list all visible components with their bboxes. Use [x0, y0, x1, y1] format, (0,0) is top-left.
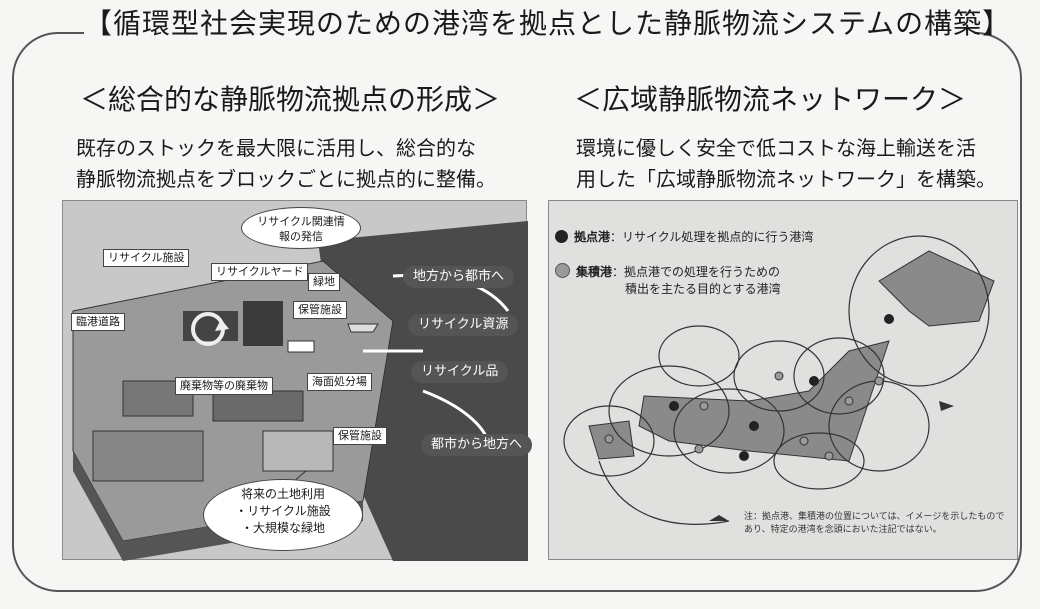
map-footnote: 注：拠点港、集積港の位置については、イメージを示したものであり、特定の港湾を念頭… — [744, 512, 1005, 535]
right-description-line-1: 環境に優しく安全で低コストな海上輸送を活 — [576, 136, 976, 160]
main-title: 【循環型社会実現のための港湾を拠点とした静脈物流システムの構築】 — [84, 4, 1010, 44]
label-road: 臨港道路 — [71, 313, 125, 331]
legend-collect-desc-1: ：拠点港での処理を行うための — [612, 265, 781, 279]
network-map-drawing — [563, 235, 995, 525]
future-title: 将来の土地利用 — [240, 487, 325, 501]
legend-hub-desc: ：リサイクル処理を拠点的に行う港湾 — [610, 230, 814, 244]
hub-port-legend-icon — [555, 230, 568, 243]
ship-icon — [709, 401, 954, 521]
hub-port-markers — [669, 314, 894, 461]
label-recycle-resource: リサイクル資源 — [408, 314, 519, 336]
right-description-line-2: 用した「広域静脈物流ネットワーク」を構築。 — [576, 167, 996, 191]
label-recycle-goods: リサイクル品 — [411, 361, 509, 383]
future-item-1: ・リサイクル施設 — [235, 504, 331, 518]
legend-collect-name: 集積港 — [576, 265, 613, 279]
port-illustration: リサイクル施設 リサイクルヤード 緑地 リサイクル関連情報の発信 臨港道路 保管… — [62, 200, 533, 561]
legend-collect: 集積港：拠点港での処理を行うための — [555, 263, 780, 280]
left-heading: ＜総合的な静脈物流拠点の形成＞ — [79, 83, 500, 116]
label-to-city: 地方から都市へ — [403, 266, 515, 288]
recycle-arrows-icon — [191, 312, 229, 346]
collect-port-legend-icon — [555, 263, 570, 278]
label-to-rural: 都市から地方へ — [421, 434, 533, 456]
future-land-use-callout: 将来の土地利用 ・リサイクル施設 ・大規模な緑地 — [203, 479, 363, 551]
legend-hub-name: 拠点港 — [574, 230, 611, 244]
building-4 — [212, 390, 304, 422]
future-item-2: ・大規模な緑地 — [240, 521, 325, 535]
island-main — [638, 340, 890, 462]
label-green: 緑地 — [308, 273, 340, 291]
right-heading: ＜広域静脈物流ネットワーク＞ — [573, 83, 966, 116]
island-north — [878, 250, 995, 327]
label-sorting: 海面処分場 — [307, 373, 372, 391]
land-edge — [73, 451, 363, 561]
port-illustration-drawing — [72, 221, 528, 561]
label-recycle-yard: リサイクルヤード — [211, 263, 309, 281]
left-description-line-2: 静脈物流拠点をブロックごとに拠点的に整備。 — [76, 167, 496, 191]
right-description: 環境に優しく安全で低コストな海上輸送を活 用した「広域静脈物流ネットワーク」を構… — [576, 133, 1016, 195]
label-info: リサイクル関連情報の発信 — [241, 207, 361, 249]
label-facility-2: 保管施設 — [333, 427, 387, 445]
ship-icon — [347, 323, 379, 333]
label-waste: 廃棄物等の廃棄物 — [175, 377, 273, 395]
building-2 — [243, 301, 283, 346]
legend-collect-desc-line-2: 積出を主たる目的とする港湾 — [625, 282, 781, 296]
network-map: 拠点港：リサイクル処理を拠点的に行う港湾 集積港：拠点港での処理を行うための 積… — [548, 200, 1018, 560]
building-5 — [262, 430, 334, 472]
building-6 — [92, 430, 204, 482]
left-description: 既存のストックを最大限に活用し、総合的な 静脈物流拠点をブロックごとに拠点的に整… — [76, 133, 526, 195]
collect-port-markers — [604, 371, 884, 461]
truck-icon — [287, 340, 315, 353]
legend-hub: 拠点港：リサイクル処理を拠点的に行う港湾 — [555, 229, 813, 245]
label-facility-1: 保管施設 — [293, 301, 347, 319]
label-recycle-facility: リサイクル施設 — [103, 249, 190, 267]
left-description-line-1: 既存のストックを最大限に活用し、総合的な — [76, 136, 476, 160]
